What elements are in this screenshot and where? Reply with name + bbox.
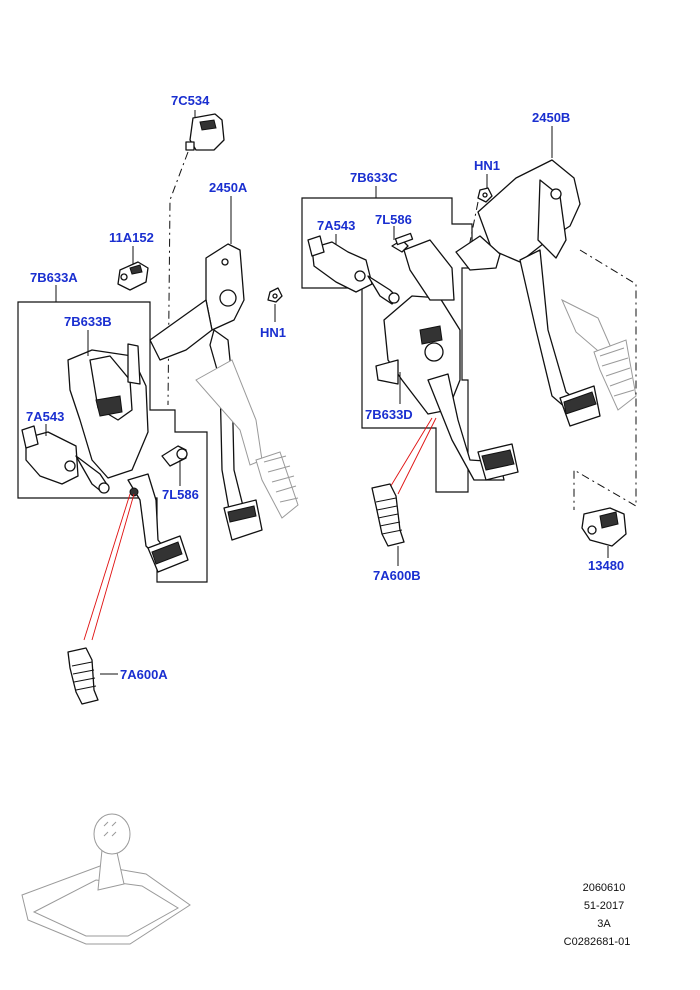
callout-HN1-left[interactable]: HN1: [260, 325, 286, 340]
callout-7B633B[interactable]: 7B633B: [64, 314, 112, 329]
callout-7B633A[interactable]: 7B633A: [30, 270, 78, 285]
frame-7B633A: [17, 301, 208, 583]
leader-7C534: [167, 151, 189, 406]
footer-code-2: 51-2017: [584, 900, 624, 912]
footer-code-3: 3A: [597, 918, 611, 930]
callout-7L586-left[interactable]: 7L586: [162, 487, 199, 502]
callout-2450A[interactable]: 2450A: [209, 180, 248, 195]
callout-7A543-right[interactable]: 7A543: [317, 218, 355, 233]
part-13480-switch[interactable]: [581, 507, 627, 547]
callout-7A600A[interactable]: 7A600A: [120, 667, 168, 682]
callout-11A152[interactable]: 11A152: [109, 230, 154, 245]
frame-7B633C[interactable]: [301, 197, 473, 493]
part-HN1-nut-left[interactable]: [267, 287, 283, 303]
part-2450A-ghost-pedal: [195, 359, 299, 519]
part-2450B-pedal-bracket[interactable]: [455, 159, 601, 427]
callout-7A543-left[interactable]: 7A543: [26, 409, 64, 424]
part-2450B-ghost-pedal: [560, 298, 637, 411]
part-11A152-sensor[interactable]: [117, 261, 149, 291]
part-7A543-cylinder-left[interactable]: [21, 425, 110, 494]
part-7A600A-boot[interactable]: [67, 647, 99, 705]
callout-7A600B[interactable]: 7A600B: [373, 568, 421, 583]
callout-7B633C[interactable]: 7B633C: [350, 170, 398, 185]
callout-HN1-right[interactable]: HN1: [474, 158, 500, 173]
part-7B633D-pedal-box[interactable]: [375, 239, 519, 481]
callout-7B633D[interactable]: 7B633D: [365, 407, 413, 422]
part-7C534-switch[interactable]: [185, 110, 225, 151]
callout-13480[interactable]: 13480: [588, 558, 624, 573]
part-gear-shifter-illustration: [21, 813, 191, 945]
part-2450A-pedal-bracket[interactable]: [149, 243, 263, 541]
part-7L586-pin-left[interactable]: [161, 445, 188, 467]
leader-13480-dash: [573, 249, 637, 510]
part-7A600B-boot[interactable]: [371, 483, 405, 547]
footer-code-1: 2060610: [583, 882, 626, 894]
part-7L586-pin-right[interactable]: [391, 232, 414, 253]
footer-code-4: C0282681-01: [564, 936, 631, 948]
part-pedal-left-inside-frame[interactable]: [127, 473, 189, 573]
red-leaders-7A600B: [385, 417, 437, 495]
leader-HN1-right-dash: [465, 201, 479, 263]
callout-7C534[interactable]: 7C534: [171, 93, 210, 108]
part-7A543-cylinder-right[interactable]: [307, 235, 400, 305]
part-HN1-nut-right[interactable]: [477, 187, 493, 203]
part-7B633B-pedal-box[interactable]: [67, 343, 149, 479]
red-leaders-7A600A: [83, 493, 135, 641]
callout-7L586-right[interactable]: 7L586: [375, 212, 412, 227]
callout-2450B[interactable]: 2450B: [532, 110, 570, 125]
